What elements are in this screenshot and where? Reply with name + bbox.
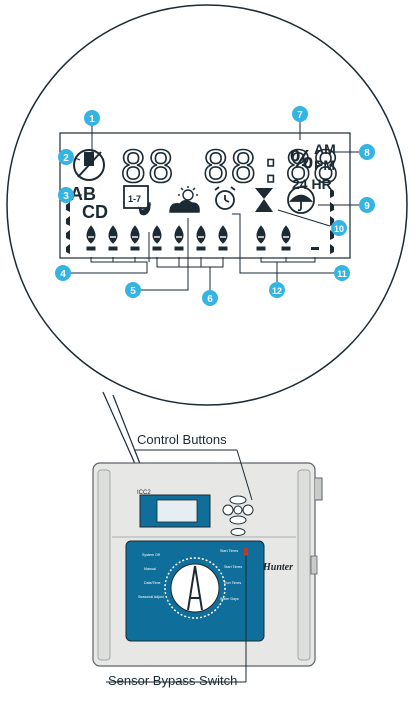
callout-5: 5 (125, 282, 141, 298)
station-drops (86, 225, 319, 251)
control-buttons-label: Control Buttons (137, 432, 227, 447)
prg-button[interactable] (230, 528, 246, 536)
callout-6: 6 (202, 290, 218, 306)
svg-text:12: 12 (272, 286, 282, 296)
svg-text:6: 6 (207, 294, 213, 305)
sensor-bypass-switch[interactable] (244, 548, 248, 555)
callout-3: 3 (58, 187, 74, 203)
svg-text:9: 9 (364, 201, 370, 212)
right-button[interactable] (242, 504, 254, 516)
hourglass-icon (255, 188, 273, 212)
svg-text:4: 4 (60, 269, 66, 280)
svg-text:Start Times: Start Times (220, 549, 238, 553)
callout-10: 10 (331, 220, 347, 236)
program-ab: AB (70, 184, 96, 204)
station-drop (218, 225, 228, 251)
lcd-percent: % (290, 144, 313, 174)
latch (310, 555, 318, 575)
down-button[interactable] (229, 515, 247, 525)
model-label: ICC2 (137, 490, 151, 496)
svg-text:7: 7 (297, 110, 303, 121)
svg-text:Start Times: Start Times (224, 565, 242, 569)
callout-11: 11 (334, 265, 350, 281)
up-button[interactable] (229, 495, 247, 505)
alarm-clock-icon (214, 186, 236, 210)
svg-text:Date/Time: Date/Time (144, 581, 160, 585)
panel-items-left: System Off Manual Date/Time Seasonal Adj… (138, 553, 164, 599)
svg-text:2: 2 (63, 153, 69, 164)
calendar-icon: 1-7 (123, 185, 151, 216)
callout-12: 12 (269, 282, 285, 298)
callout-8: 8 (359, 144, 375, 160)
svg-text:10: 10 (334, 224, 344, 234)
left-button[interactable] (222, 504, 234, 516)
lcd-24hr: 24 HR (292, 176, 332, 192)
control-buttons-pointer (236, 449, 253, 501)
svg-text:5: 5 (130, 286, 136, 297)
program-cd: CD (82, 202, 108, 222)
station-drop (130, 225, 140, 251)
sensor-bypass-switch-label: Sensor Bypass Switch (108, 673, 238, 688)
callout-1: 1 (84, 110, 100, 126)
selector-dial[interactable] (170, 563, 220, 613)
svg-text:3: 3 (63, 191, 69, 202)
station-drop (174, 225, 184, 251)
controller-side-left (97, 469, 111, 661)
dial-ring (164, 557, 226, 619)
station-drop (86, 225, 96, 251)
sun-cloud-icon (169, 186, 200, 213)
brand-logo: Hunter (262, 562, 293, 573)
callout-4: 4 (55, 265, 71, 281)
left-pointers (66, 202, 70, 254)
control-buttons[interactable] (222, 495, 254, 536)
lcd-digits: 88 88:88 (120, 142, 340, 193)
sensor-icon (73, 149, 105, 181)
station-drop (256, 225, 266, 251)
callout-2: 2 (58, 149, 74, 165)
svg-text:8: 8 (364, 148, 370, 159)
svg-text:11: 11 (337, 269, 347, 279)
callout-7: 7 (292, 106, 308, 122)
rain-icon (287, 186, 315, 214)
callout-9: 9 (359, 197, 375, 213)
controller-side-right (297, 469, 311, 661)
station-marker (311, 247, 319, 250)
station-drop (196, 225, 206, 251)
station-drop (152, 225, 162, 251)
svg-text:1: 1 (89, 114, 95, 125)
station-drop (281, 225, 291, 251)
panel-items-right: Start Times Start Times Run Times Water … (220, 549, 242, 601)
svg-text:1-7: 1-7 (128, 194, 141, 204)
svg-text:Seasonal Adjust: Seasonal Adjust (138, 595, 164, 599)
station-drop (108, 225, 118, 251)
center-button[interactable] (233, 505, 243, 515)
lcd-pm: PM (314, 157, 335, 173)
svg-text:Manual: Manual (144, 567, 156, 571)
controller-screen (156, 499, 198, 523)
leader-lines (62, 107, 360, 297)
svg-text:Water Days: Water Days (220, 597, 239, 601)
dial-grip (187, 565, 203, 611)
lcd-am: AM (314, 141, 336, 157)
magnifier-circle (6, 4, 408, 406)
svg-text:Run Times: Run Times (224, 581, 241, 585)
svg-text:System Off: System Off (142, 553, 160, 557)
conduit-fitting (315, 477, 323, 501)
